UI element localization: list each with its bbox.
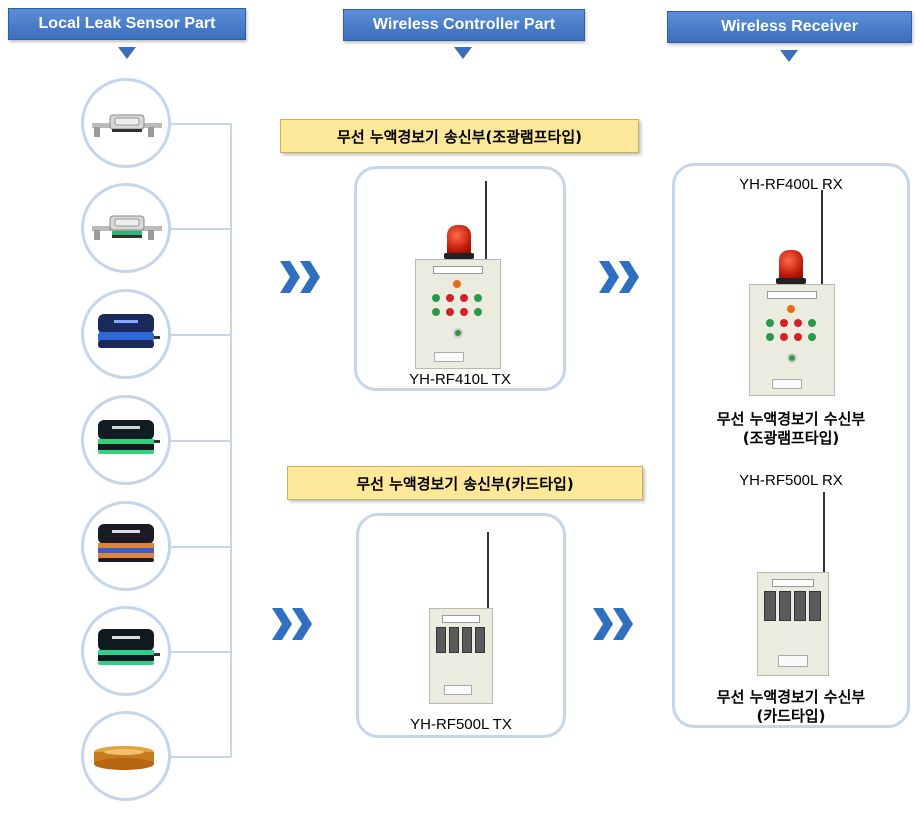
sensor-part-header: Local Leak Sensor Part bbox=[8, 8, 246, 40]
sensor-link-5 bbox=[171, 546, 231, 548]
receiver-card-cabinet-icon bbox=[757, 572, 829, 676]
chevron-right-icon bbox=[280, 261, 320, 293]
point-sensor-green-icon bbox=[81, 395, 171, 485]
transmitter-lamp-type-panel: YH-RF410L TX bbox=[354, 166, 566, 391]
transmitter-card-type-panel: YH-RF500L TX bbox=[356, 513, 566, 738]
receiver-card-caption-line2: (카드타입) bbox=[756, 707, 826, 725]
tape-sensor-icon bbox=[81, 711, 171, 801]
transmitter-lamp-type-label: 무선 누액경보기 송신부(조광램프타입) bbox=[280, 119, 639, 153]
antenna-icon bbox=[487, 532, 489, 610]
sensor-header-arrow-icon bbox=[118, 47, 136, 59]
antenna-icon bbox=[823, 492, 825, 576]
chevron-right-icon bbox=[593, 608, 633, 640]
controller-part-header: Wireless Controller Part bbox=[343, 9, 585, 41]
receiver-lamp-caption-line2: (조광램프타입) bbox=[742, 429, 840, 447]
receiver-lamp-model: YH-RF400L RX bbox=[739, 176, 843, 193]
sensor-link-2 bbox=[171, 228, 231, 230]
antenna-icon bbox=[485, 181, 487, 271]
receiver-panel: YH-RF400L RX 무선 누액경보기 수신부 (조광램프타입) YH-RF… bbox=[672, 163, 910, 728]
transmitter-lamp-model: YH-RF410L TX bbox=[409, 371, 511, 388]
sensor-link-4 bbox=[171, 440, 231, 442]
point-sensor-green-dark-icon bbox=[81, 606, 171, 696]
warning-lamp-icon bbox=[447, 225, 471, 255]
sensor-link-3 bbox=[171, 334, 231, 336]
antenna-icon bbox=[821, 190, 823, 300]
receiver-header: Wireless Receiver bbox=[667, 11, 912, 43]
receiver-card-model: YH-RF500L RX bbox=[739, 472, 843, 489]
transmitter-cabinet-icon bbox=[415, 259, 501, 369]
band-sensor-icon bbox=[81, 78, 171, 168]
lamp-base bbox=[776, 278, 806, 284]
transmitter-card-cabinet-icon bbox=[429, 608, 493, 704]
sensor-link-7 bbox=[171, 756, 231, 758]
receiver-lamp-caption-line1: 무선 누액경보기 수신부 bbox=[716, 410, 866, 428]
sensor-bus-line bbox=[230, 123, 232, 757]
point-sensor-orange-icon bbox=[81, 501, 171, 591]
warning-lamp-icon bbox=[779, 250, 803, 280]
chevron-right-icon bbox=[599, 261, 639, 293]
transmitter-card-model: YH-RF500L TX bbox=[410, 716, 512, 733]
receiver-card-caption-line1: 무선 누액경보기 수신부 bbox=[716, 688, 866, 706]
controller-header-arrow-icon bbox=[454, 47, 472, 59]
chevron-right-icon bbox=[272, 608, 312, 640]
lamp-base bbox=[444, 253, 474, 259]
point-sensor-blue-icon bbox=[81, 289, 171, 379]
sensor-link-1 bbox=[171, 123, 231, 125]
receiver-header-arrow-icon bbox=[780, 50, 798, 62]
band-sensor-green-icon bbox=[81, 183, 171, 273]
transmitter-card-type-label: 무선 누액경보기 송신부(카드타입) bbox=[287, 466, 643, 500]
sensor-link-6 bbox=[171, 651, 231, 653]
receiver-lamp-cabinet-icon bbox=[749, 284, 835, 396]
